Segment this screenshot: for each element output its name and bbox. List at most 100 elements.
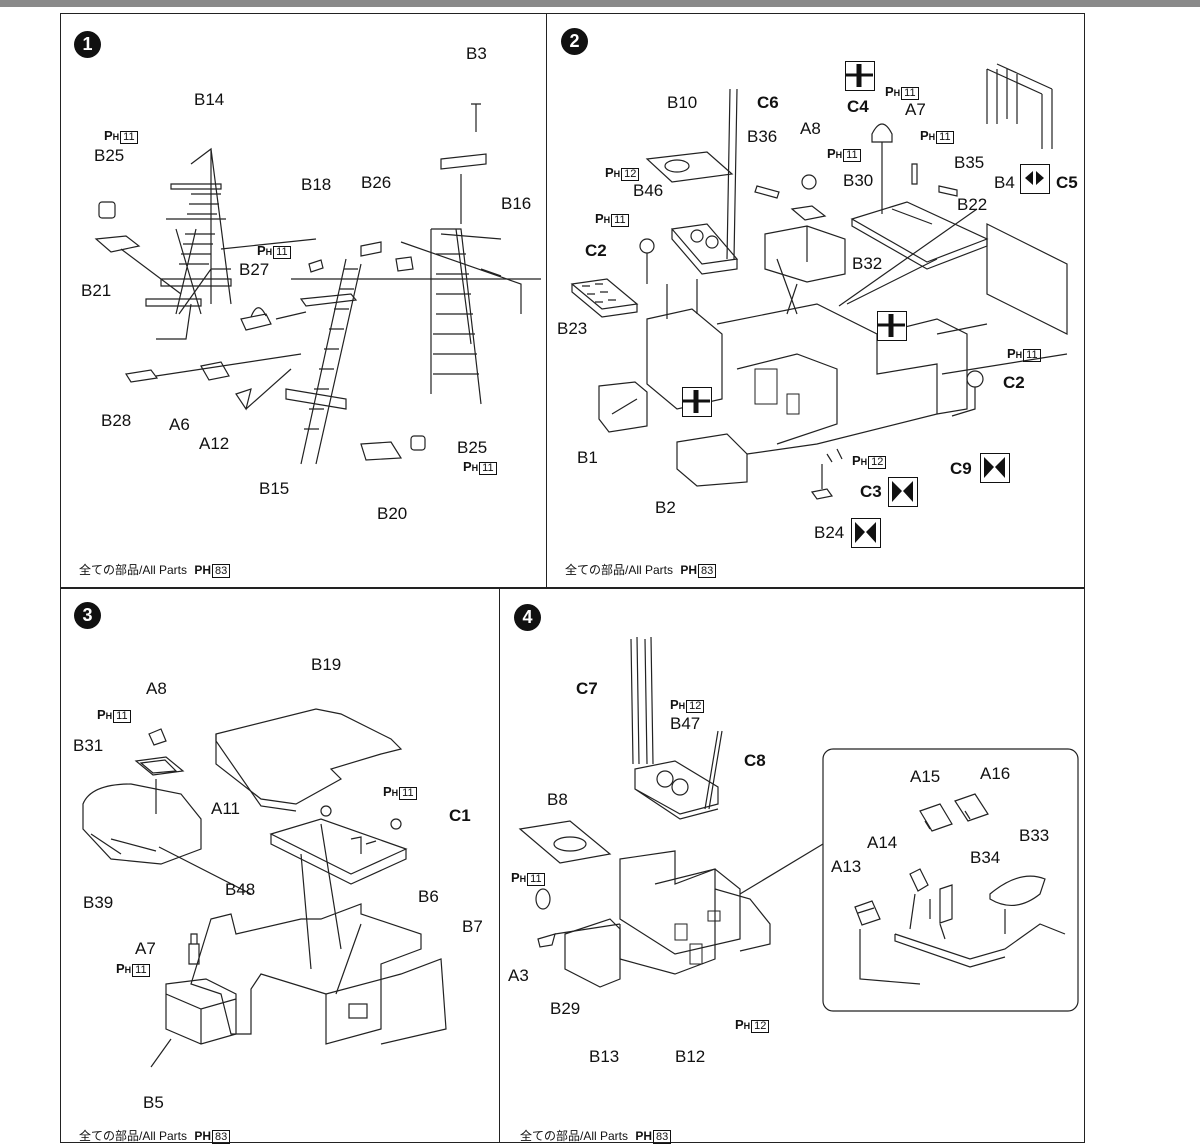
- drill-hole-icon: [682, 387, 712, 417]
- step-panel-1: 1: [60, 13, 547, 588]
- part-label: B12: [675, 1047, 706, 1066]
- part-label: B5: [143, 1093, 164, 1112]
- part-label: A12: [199, 434, 230, 453]
- ph-tag-number: 11: [399, 787, 417, 800]
- parts-diagram: [94, 103, 541, 465]
- cut-icon: [980, 453, 1010, 483]
- drill-hole-icon: [877, 311, 907, 341]
- ph-mark: PH: [194, 1129, 212, 1143]
- footer-text: 全ての部品/All Parts: [79, 563, 188, 577]
- part-label: B36: [747, 127, 778, 146]
- step-number-badge: 1: [74, 31, 101, 58]
- footer-number: 83: [653, 1130, 672, 1144]
- ph-tag-number: 12: [868, 456, 887, 469]
- part-label: A7: [135, 939, 156, 958]
- part-label: B32: [852, 254, 883, 273]
- part-label: A8: [800, 119, 821, 138]
- step-number-badge: 2: [561, 28, 588, 55]
- parts-diagram: [518, 636, 1079, 1012]
- part-label: B18: [301, 175, 332, 194]
- part-label: B24: [814, 523, 845, 542]
- cut-icon: [851, 518, 881, 548]
- ph-mark: PH: [635, 1129, 653, 1143]
- part-label: A8: [146, 679, 167, 698]
- part-label: B28: [101, 411, 132, 430]
- part-label: B48: [225, 880, 256, 899]
- footer-number: 83: [698, 564, 717, 578]
- part-label: B27: [239, 260, 270, 279]
- parts-diagram: [570, 63, 1068, 500]
- ph-tag-number: 11: [113, 710, 131, 723]
- part-label: B6: [418, 887, 439, 906]
- part-label: B15: [259, 479, 290, 498]
- ph-tag-number: 11: [843, 149, 861, 162]
- ph-tag-number: 11: [527, 873, 545, 886]
- parts-diagram: [82, 708, 447, 1068]
- footer-number: 83: [212, 1130, 231, 1144]
- part-label: B26: [361, 173, 392, 192]
- ph-tag-number: 12: [686, 700, 705, 713]
- step-panel-4: 4: [499, 588, 1085, 1144]
- part-label: B34: [970, 848, 1001, 867]
- part-label: B23: [557, 319, 588, 338]
- part-label: B19: [311, 655, 342, 674]
- ph-tag-number: 11: [936, 131, 954, 144]
- ph-mark: PH: [680, 563, 698, 577]
- ph-tag-number: 11: [120, 131, 138, 144]
- part-label: A13: [831, 857, 862, 876]
- footer-text: 全ての部品/All Parts: [520, 1129, 629, 1143]
- part-label: C5: [1056, 173, 1078, 192]
- part-label: B8: [547, 790, 568, 809]
- ph-tag-number: 11: [273, 246, 291, 259]
- part-label: A14: [867, 833, 898, 852]
- footer-text: 全ての部品/All Parts: [79, 1129, 188, 1143]
- step-panel-2: 2: [546, 13, 1085, 588]
- footer-text: 全ての部品/All Parts: [565, 563, 674, 577]
- part-label: B30: [843, 171, 874, 190]
- part-label: B10: [667, 93, 698, 112]
- ph-tag-number: 11: [479, 462, 497, 475]
- step-number-badge: 4: [514, 604, 541, 631]
- part-label: B35: [954, 153, 985, 172]
- ph-tag-number: 11: [132, 964, 150, 977]
- ph-tag-number: 11: [901, 87, 919, 100]
- part-label: B29: [550, 999, 581, 1018]
- part-label: B46: [633, 181, 664, 200]
- ph-tag-number: 12: [621, 168, 640, 181]
- part-label: A15: [910, 767, 941, 786]
- ph-tag-number: 11: [1023, 349, 1041, 362]
- part-label: B25: [457, 438, 488, 457]
- part-label: A16: [980, 764, 1011, 783]
- step-panel-3: 3: [60, 588, 500, 1144]
- part-label: B39: [83, 893, 114, 912]
- part-label: B31: [73, 736, 104, 755]
- part-label: B33: [1019, 826, 1050, 845]
- cut-icon: [888, 477, 918, 507]
- footer-number: 83: [212, 564, 231, 578]
- ph-tag-number: 12: [751, 1020, 770, 1033]
- ph-mark: PH: [194, 563, 212, 577]
- part-label: B47: [670, 714, 701, 733]
- part-label: A3: [508, 966, 529, 985]
- part-label: B21: [81, 281, 112, 300]
- part-label: B16: [501, 194, 532, 213]
- part-label: C8: [744, 751, 766, 770]
- part-label: B20: [377, 504, 408, 523]
- part-label: B14: [194, 90, 225, 109]
- part-label: B2: [655, 498, 676, 517]
- top-bar: [0, 0, 1200, 7]
